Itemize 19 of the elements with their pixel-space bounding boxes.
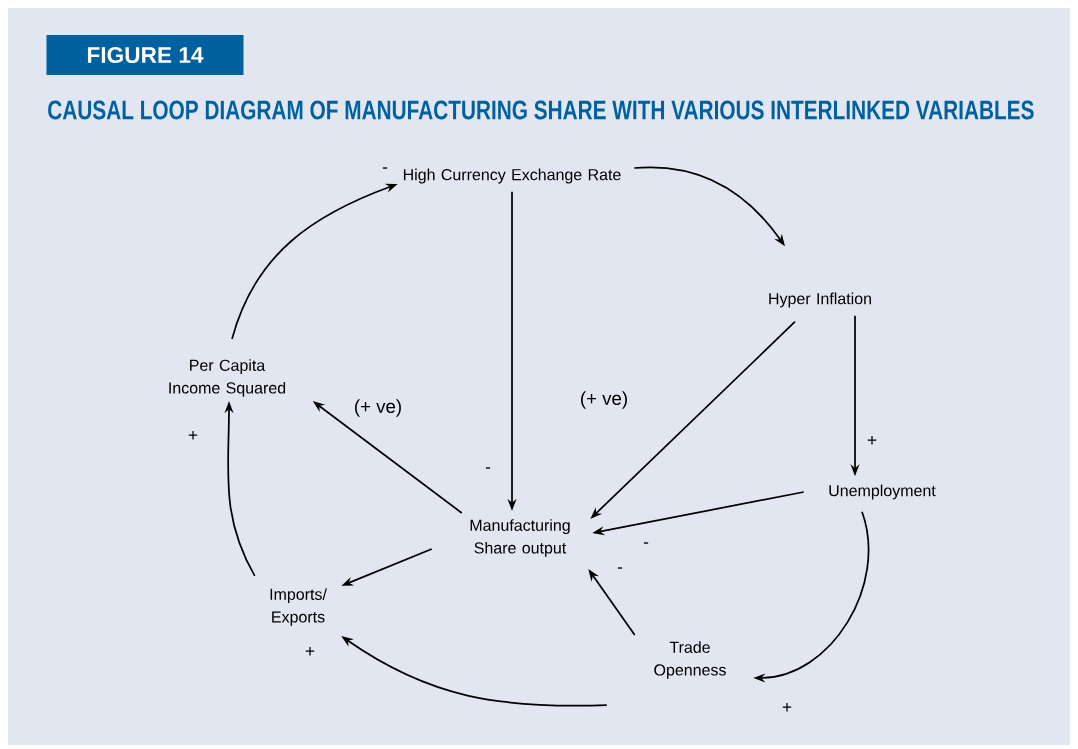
polarity-sign: +: [188, 431, 198, 440]
variable-label: Hyper Inflation: [769, 292, 871, 308]
variable-label: Per Capita Income Squared: [169, 359, 286, 397]
variable-label: Unemployment: [829, 484, 936, 500]
polarity-sign: +: [782, 703, 792, 712]
polarity-sign: -: [617, 567, 623, 569]
figure-badge: FIGURE 14: [46, 35, 244, 75]
polarity-sign: -: [382, 167, 388, 169]
polarity-sign: +: [867, 436, 877, 445]
polarity-sign: -: [643, 542, 649, 544]
polarity-sign: (+ ve): [581, 391, 627, 409]
variable-label: Imports/ Exports: [270, 588, 327, 626]
variable-label: High Currency Exchange Rate: [403, 168, 621, 184]
figure-title: CAUSAL LOOP DIAGRAM OF MANUFACTURING SHARE WITH VARIOUS INTERLINKED VARIABLES: [48, 100, 1034, 120]
polarity-sign: (+ ve): [355, 399, 401, 417]
polarity-sign: +: [305, 647, 315, 656]
variable-label: Trade Openness: [654, 641, 726, 679]
variable-label: Manufacturing Share output: [470, 519, 570, 557]
polarity-sign: -: [485, 467, 491, 469]
